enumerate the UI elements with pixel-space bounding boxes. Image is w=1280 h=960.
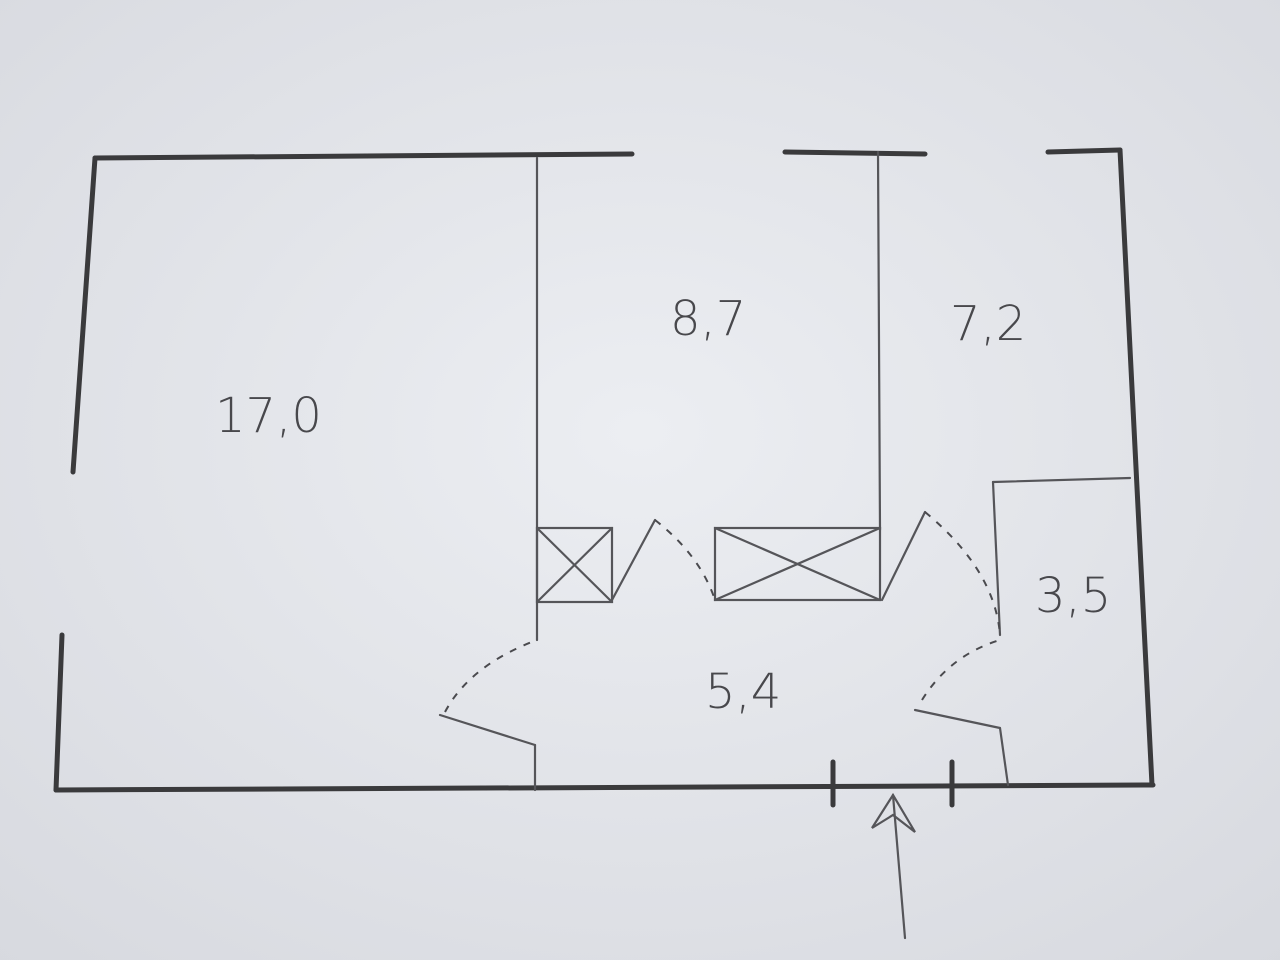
outer-walls xyxy=(53,147,1156,793)
closet-right xyxy=(713,526,882,602)
area-label-large-left: 17,0 xyxy=(215,388,322,444)
area-label-middle: 8,7 xyxy=(670,291,746,347)
arrow-head-icon xyxy=(871,792,916,833)
closet-left xyxy=(535,526,614,604)
area-label-hallway: 5,4 xyxy=(705,664,781,720)
entrance xyxy=(830,759,955,940)
area-label-right: 7,2 xyxy=(950,296,1026,352)
area-label-small: 3,5 xyxy=(1035,568,1111,624)
entrance-arrow xyxy=(891,793,907,940)
doors xyxy=(438,510,1002,747)
